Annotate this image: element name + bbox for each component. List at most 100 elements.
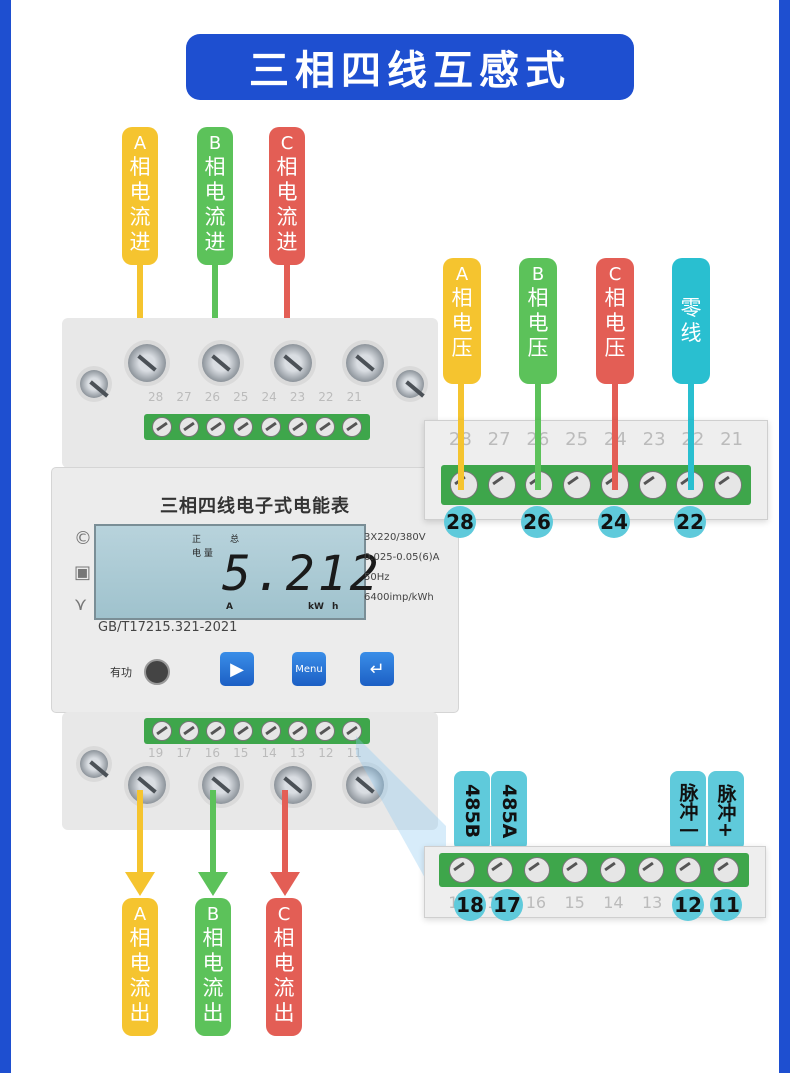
lcd-phase: A [226, 602, 233, 612]
arrow-b-out [210, 790, 216, 874]
terminal-screw-head [713, 857, 740, 883]
lcd-unit-kw: kW [308, 602, 324, 612]
terminal-number: 16 [204, 746, 221, 760]
arrow-head [270, 872, 300, 896]
arrow-c-out [282, 790, 288, 874]
play-icon: ▶ [230, 658, 244, 680]
tag-char: 流 [273, 976, 295, 1000]
enter-button[interactable]: ↵ [360, 652, 394, 686]
zoom-top-terminals: 28 27 26 25 24 23 22 21 [424, 420, 768, 520]
terminal-screw-head [714, 471, 743, 499]
tag-char: 进 [276, 230, 298, 254]
terminal-number: 27 [176, 390, 192, 404]
tag-char: 压 [527, 336, 549, 360]
terminal-number: 24 [261, 390, 277, 404]
terminal-number: 15 [233, 746, 249, 760]
menu-button[interactable]: Menu [292, 652, 326, 686]
line-c-voltage-zoom [612, 420, 618, 490]
badge-terminal-28: 28 [444, 506, 476, 538]
top-terminal-strip [144, 414, 370, 440]
terminal-screw-head [151, 417, 172, 437]
terminal-screw-head [178, 721, 199, 741]
label-485a-text: 485A [498, 783, 520, 839]
tag-b-voltage: B 相 电 压 [519, 258, 557, 384]
tag-c-voltage: C 相 电 压 [596, 258, 634, 384]
tag-char: 流 [276, 205, 298, 229]
terminal-screw-head [260, 721, 281, 741]
tag-a-current-out: A 相 电 流 出 [122, 898, 158, 1036]
terminal-number: 12 [318, 746, 334, 760]
tag-char: 相 [273, 926, 295, 950]
tag-char: 电 [527, 311, 549, 335]
label-pulse-minus: 脉冲一 [670, 771, 706, 851]
spec-voltage: 3X220/380V [364, 532, 426, 543]
lcd-label-zong: 总 [230, 535, 240, 545]
lcd-display: 正 总 电 量 5.212 A kW h [94, 524, 379, 620]
energy-meter: 28 27 26 25 24 23 22 21 三相四线电子式电能表 © ▣ ⋎… [52, 318, 458, 830]
tag-char: 零 [680, 296, 702, 320]
tag-neutral: 零 线 [672, 258, 710, 384]
terminal-screw-head [563, 471, 592, 499]
terminal-screw-head [637, 857, 664, 883]
badge-terminal-24: 24 [598, 506, 630, 538]
terminal-screw [346, 766, 384, 804]
arrow-head [198, 872, 228, 896]
terminal-number: 14 [603, 893, 624, 912]
line-a-voltage-zoom [458, 420, 464, 490]
zoom-terminal-numbers: 28 27 26 25 24 23 22 21 [441, 429, 751, 450]
bottom-terminal-numbers: 19 17 16 15 14 13 12 11 [148, 746, 362, 760]
label-485a: 485A [491, 771, 527, 851]
terminal-screw-head [342, 417, 363, 437]
tag-letter: A [133, 904, 147, 925]
tag-letter: B [206, 904, 220, 925]
tag-char: 相 [202, 926, 224, 950]
terminal-number: 13 [641, 893, 663, 912]
tag-letter: A [455, 264, 469, 285]
tag-letter: C [277, 904, 291, 925]
terminal-screw-head [524, 857, 551, 883]
terminal-screw [128, 344, 166, 382]
arrow-b-in [212, 265, 218, 327]
spec-current: 0.025-0.05(6)A [364, 552, 440, 563]
terminal-number: 13 [289, 746, 306, 760]
tag-char: 压 [451, 336, 473, 360]
label-pulse-plus-text: 脉冲+ [714, 784, 737, 838]
arrow-a-out [137, 790, 143, 874]
terminal-screw-head [233, 721, 254, 741]
mount-screw [396, 370, 424, 398]
tag-b-current-out: B 相 电 流 出 [195, 898, 231, 1036]
tag-char: 电 [273, 951, 295, 975]
tag-char: 电 [129, 180, 151, 204]
terminal-screw-head [638, 471, 667, 499]
active-power-led [144, 659, 170, 685]
tag-char: 出 [273, 1001, 295, 1025]
line-neutral-zoom [688, 420, 694, 490]
enter-icon: ↵ [369, 658, 385, 680]
tag-char: 出 [129, 1001, 151, 1025]
badge-terminal-22: 22 [674, 506, 706, 538]
label-485b: 485B [454, 771, 490, 851]
zoom-terminal-strip [441, 465, 751, 505]
terminal-screw-head [206, 417, 227, 437]
terminal-screw-head [315, 417, 336, 437]
terminal-screw-head [233, 417, 254, 437]
tag-char: 电 [604, 311, 626, 335]
meter-bottom-block: 19 17 16 15 14 13 12 11 [62, 712, 438, 830]
terminal-screw [128, 766, 166, 804]
spec-constant: 6400imp/kWh [364, 592, 434, 603]
spec-frequency: 50Hz [364, 572, 390, 583]
terminal-screw-head [486, 857, 513, 883]
terminal-number: 15 [564, 893, 585, 912]
tag-letter: A [133, 133, 147, 154]
badge-terminal-11: 11 [710, 889, 742, 921]
terminal-screw-head [342, 721, 363, 741]
tag-letter: C [608, 264, 622, 285]
line-b-voltage-zoom [535, 420, 541, 490]
tag-char: 流 [204, 205, 226, 229]
play-button[interactable]: ▶ [220, 652, 254, 686]
lcd-label-zheng: 正 [192, 535, 202, 545]
terminal-number: 23 [642, 429, 666, 450]
terminal-screw [346, 344, 384, 382]
standard-code: GB/T17215.321-2021 [98, 620, 238, 635]
bottom-terminal-strip [144, 718, 370, 744]
